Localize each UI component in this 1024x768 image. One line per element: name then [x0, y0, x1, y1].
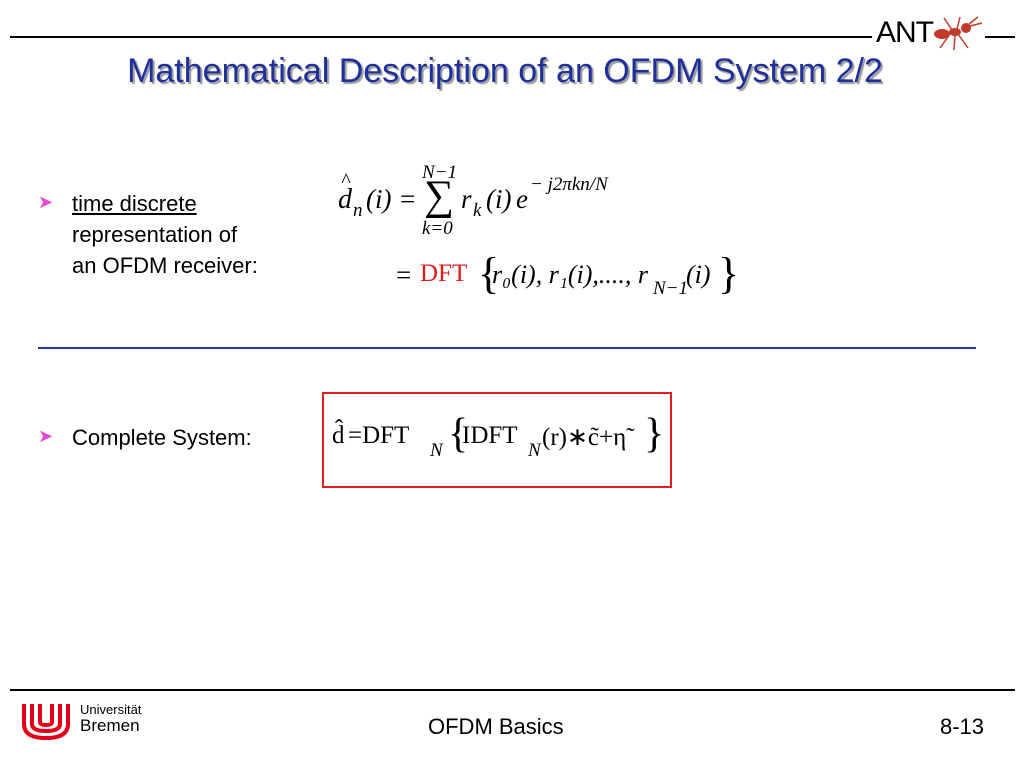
- bullet-arrow-icon: ➤: [38, 426, 54, 446]
- eq2-dft-label: DFT: [420, 260, 468, 287]
- eq1-e: e: [516, 184, 528, 214]
- bullet-line-2: representation of: [72, 222, 238, 247]
- eq2-sub-n1: N−1: [653, 278, 688, 299]
- bullet-text-complete-system: Complete System:: [72, 425, 252, 450]
- complete-system-equation-box: [322, 392, 672, 488]
- sigma-icon: ∑: [424, 173, 454, 219]
- university-bremen-logo: [20, 700, 72, 742]
- eq2-equals: =: [396, 260, 412, 290]
- ant-icon: [934, 16, 983, 51]
- eq3-dft: =DFT: [348, 422, 410, 449]
- eq1-sub-k: k: [473, 200, 482, 221]
- bullet-line-3: an OFDM receiver:: [72, 253, 258, 278]
- equation-complete-system: d̂ =DFT N { IDFT N (r)∗c̃+η̃ }: [332, 411, 664, 474]
- eq1-sum-bottom: k=0: [422, 218, 453, 239]
- eq1-equals: =: [400, 184, 416, 214]
- header-rule-right: [985, 36, 1015, 38]
- footer-rule: [10, 689, 1015, 691]
- section-divider: [38, 347, 976, 349]
- eq1-arg-ri: (i): [486, 184, 512, 214]
- eq3-right-brace: }: [644, 411, 665, 457]
- page-title: Mathematical Description of an OFDM Syst…: [127, 52, 883, 90]
- eq1-dhat: d ^: [338, 170, 352, 215]
- equation-dft-vector: = DFT { r₀(i), r₁(i),...., r N−1 (i) }: [396, 248, 740, 308]
- bullet-line-1: time discrete: [72, 191, 197, 216]
- ant-logo: ANT: [874, 14, 984, 54]
- eq1-r: r: [461, 184, 472, 214]
- eq1-sub-n: n: [353, 200, 363, 221]
- eq3-sub-n2: N: [528, 440, 541, 461]
- eq1-exponent: − j2πkn/N: [530, 174, 608, 195]
- eq3-rest: (r)∗c̃+η̃: [542, 424, 627, 451]
- footer-title: OFDM Basics: [428, 714, 564, 739]
- page-number: 8-13: [940, 714, 985, 739]
- university-name-line1: Universität: [80, 702, 142, 717]
- eq2-body: r₀(i), r₁(i),...., r: [492, 260, 649, 289]
- eq2-right-brace: }: [718, 249, 740, 298]
- eq1-sum-top: N−1: [422, 162, 457, 183]
- ant-logo-text: ANT: [876, 16, 934, 49]
- eq1-arg-i: (i): [366, 184, 392, 214]
- eq3-left-brace: {: [448, 411, 469, 457]
- university-name-line2: Bremen: [80, 716, 140, 735]
- eq2-left-brace: {: [478, 249, 500, 298]
- eq3-dhat: d̂: [332, 422, 345, 449]
- header-rule-left: [10, 36, 872, 38]
- bullet-arrow-icon: ➤: [38, 192, 54, 212]
- eq2-tail: (i): [686, 260, 711, 289]
- bullet-text-receiver: time discrete representation of an OFDM …: [72, 188, 258, 281]
- eq3-sub-n1: N: [430, 440, 443, 461]
- university-bremen-icon: [22, 704, 70, 741]
- equation-dft-sum: d ^ n (i) = N−1 ∑ k=0 r k (i) e − j2πkn/…: [338, 162, 658, 242]
- eq3-idft: IDFT: [462, 422, 518, 449]
